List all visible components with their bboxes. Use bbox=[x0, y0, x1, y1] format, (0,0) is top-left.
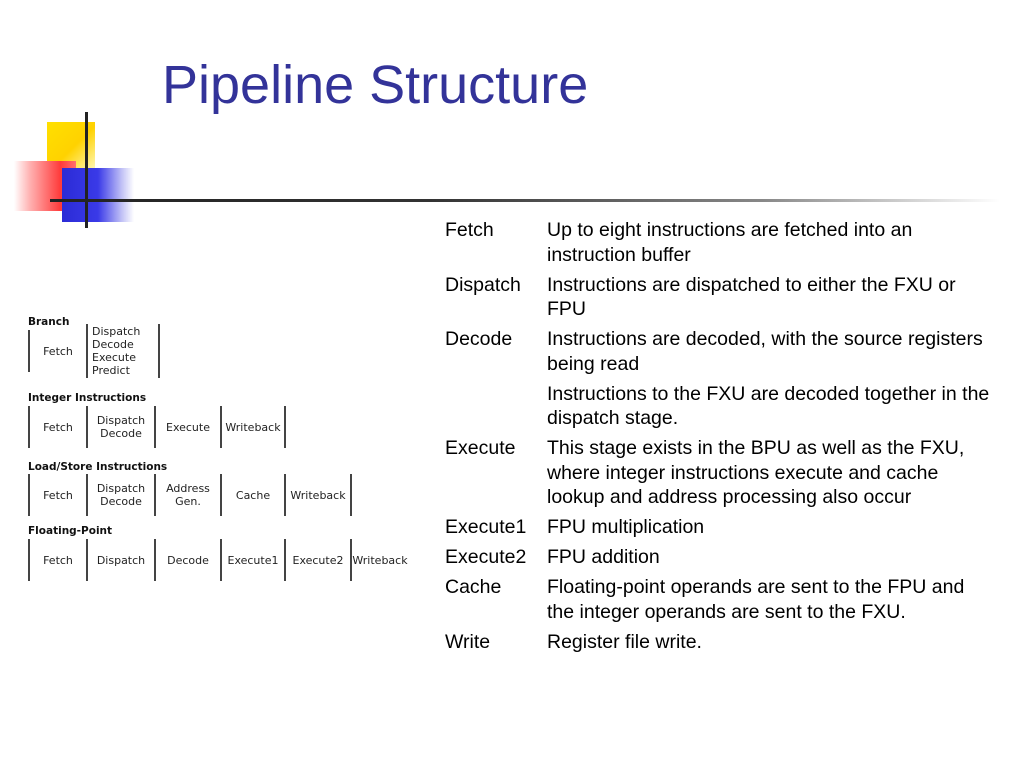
vertical-rule bbox=[85, 112, 88, 228]
stage-label: Cache bbox=[235, 488, 271, 502]
stage-row-load-store: Fetch Dispatch Decode Address Gen. Cache… bbox=[28, 474, 352, 516]
stage-term: Fetch bbox=[445, 219, 494, 241]
group-title-floating-point: Floating-Point bbox=[28, 525, 113, 537]
stage-box: Fetch bbox=[28, 330, 86, 372]
stage-label: Fetch bbox=[43, 420, 73, 434]
stage-term: Execute2 bbox=[445, 546, 527, 568]
stage-label: Decode bbox=[167, 553, 209, 567]
stage-description: Instructions to the FXU are decoded toge… bbox=[547, 382, 990, 430]
stage-box: Fetch bbox=[28, 474, 86, 516]
table-row: Write Register file write. bbox=[441, 630, 991, 660]
stage-label: Decode bbox=[100, 495, 142, 508]
pipeline-stages-table: Fetch Up to eight instructions are fetch… bbox=[441, 218, 991, 660]
table-row: Fetch Up to eight instructions are fetch… bbox=[441, 218, 991, 273]
stage-row-integer: Fetch Dispatch Decode Execute Writeback bbox=[28, 406, 286, 448]
stage-label: Fetch bbox=[43, 344, 73, 358]
stage-label: Decode bbox=[100, 427, 142, 440]
stage-box: Dispatch Decode bbox=[86, 474, 154, 516]
stage-description: Register file write. bbox=[547, 630, 702, 653]
stage-description: Up to eight instructions are fetched int… bbox=[547, 219, 913, 266]
stage-box: Execute bbox=[154, 406, 220, 448]
stage-label: Predict bbox=[92, 364, 130, 377]
pipeline-diagram: Branch Fetch Dispatch Decode Execute Pre… bbox=[28, 316, 423, 588]
stage-row-branch: Fetch Dispatch Decode Execute Predict bbox=[28, 324, 160, 378]
stage-box: Writeback bbox=[350, 539, 408, 581]
stage-label: Writeback bbox=[352, 553, 408, 567]
stage-description: Instructions are decoded, with the sourc… bbox=[547, 328, 983, 375]
stage-label: Dispatch bbox=[92, 325, 141, 338]
stage-term: Execute1 bbox=[445, 516, 527, 538]
table-row: Instructions to the FXU are decoded toge… bbox=[441, 382, 991, 437]
stage-term bbox=[441, 382, 547, 437]
stage-label: Decode bbox=[92, 338, 134, 351]
stage-label: Execute2 bbox=[292, 553, 344, 567]
stage-box: Fetch bbox=[28, 406, 86, 448]
horizontal-rule bbox=[50, 199, 1000, 202]
stage-box: Writeback bbox=[220, 406, 286, 448]
stage-box: Dispatch Decode Execute Predict bbox=[86, 324, 160, 378]
stage-label: Writeback bbox=[290, 488, 346, 502]
table-row: Execute This stage exists in the BPU as … bbox=[441, 436, 991, 515]
slide-logo-decoration bbox=[0, 100, 1000, 230]
blue-square bbox=[62, 168, 134, 222]
stage-label: Gen. bbox=[175, 495, 201, 508]
group-title-branch: Branch bbox=[28, 316, 70, 328]
table-row: Dispatch Instructions are dispatched to … bbox=[441, 273, 991, 328]
stage-label: Execute bbox=[166, 420, 210, 434]
stage-description: Instructions are dispatched to either th… bbox=[547, 273, 956, 321]
stage-box: Dispatch bbox=[86, 539, 154, 581]
stage-box: Execute2 bbox=[284, 539, 350, 581]
stage-box: Writeback bbox=[284, 474, 352, 516]
stage-box: Dispatch Decode bbox=[86, 406, 154, 448]
stage-label: Fetch bbox=[43, 488, 73, 502]
stage-label: Fetch bbox=[43, 553, 73, 567]
stage-term: Dispatch bbox=[445, 273, 521, 296]
stage-box: Execute1 bbox=[220, 539, 284, 581]
table-row: Execute1 FPU multiplication bbox=[441, 515, 991, 545]
stage-label: Dispatch bbox=[96, 553, 146, 567]
table-row: Decode Instructions are decoded, with th… bbox=[441, 327, 991, 382]
stage-term: Write bbox=[445, 630, 491, 653]
stage-term: Decode bbox=[445, 328, 513, 350]
stage-box: Fetch bbox=[28, 539, 86, 581]
stage-description: FPU multiplication bbox=[547, 516, 705, 538]
group-title-load-store: Load/Store Instructions bbox=[28, 461, 168, 473]
stage-label: Dispatch bbox=[96, 482, 146, 495]
slide-title: Pipeline Structure bbox=[162, 55, 589, 115]
stage-term: Execute bbox=[445, 437, 516, 459]
stage-label: Dispatch bbox=[96, 414, 146, 427]
stage-box: Decode bbox=[154, 539, 220, 581]
table-row: Execute2 FPU addition bbox=[441, 545, 991, 575]
stage-label: Execute1 bbox=[227, 553, 279, 567]
stage-row-floating-point: Fetch Dispatch Decode Execute1 Execute2 … bbox=[28, 539, 408, 581]
stage-label: Writeback bbox=[225, 420, 281, 434]
stage-label: Address bbox=[166, 482, 210, 495]
stage-box: Cache bbox=[220, 474, 284, 516]
stage-description: Floating-point operands are sent to the … bbox=[547, 576, 965, 623]
stage-label: Execute bbox=[92, 351, 136, 364]
stage-description: FPU addition bbox=[547, 546, 660, 568]
stage-term: Cache bbox=[445, 576, 502, 598]
group-title-integer: Integer Instructions bbox=[28, 392, 147, 404]
table-row: Cache Floating-point operands are sent t… bbox=[441, 575, 991, 630]
stage-box: Address Gen. bbox=[154, 474, 220, 516]
stage-description: This stage exists in the BPU as well as … bbox=[547, 437, 965, 508]
